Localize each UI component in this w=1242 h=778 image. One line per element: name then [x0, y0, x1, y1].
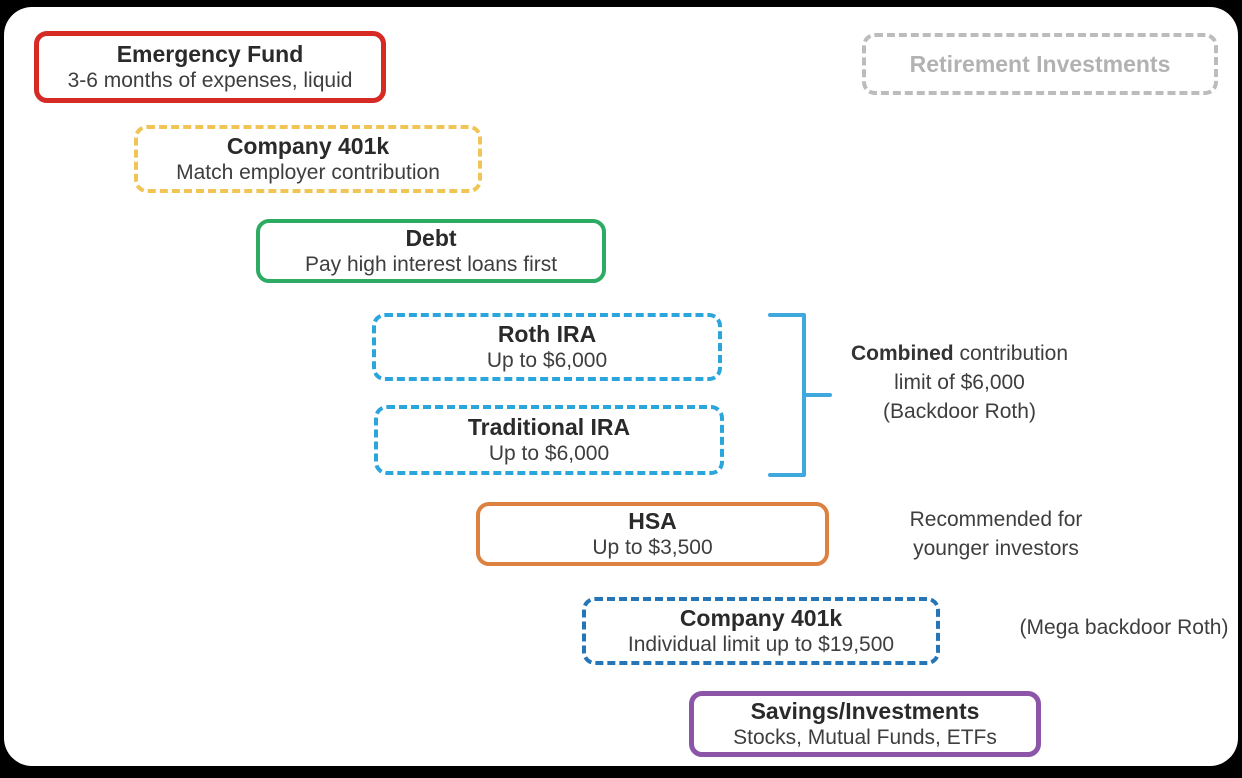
- company-401k-match-title: Company 401k: [226, 133, 390, 159]
- emergency-fund-box: Emergency Fund 3-6 months of expenses, l…: [34, 31, 386, 103]
- company-401k-individual-subtitle: Individual limit up to $19,500: [627, 633, 895, 656]
- hsa-subtitle: Up to $3,500: [592, 536, 713, 559]
- combined-limit-bracket-icon: [768, 313, 832, 477]
- recommended-note-line2: younger investors: [913, 537, 1079, 560]
- combined-limit-note: Combined contribution limit of $6,000 (B…: [832, 339, 1087, 426]
- retirement-investments-title: Retirement Investments: [909, 50, 1171, 77]
- hsa-box: HSA Up to $3,500: [476, 502, 829, 566]
- traditional-ira-title: Traditional IRA: [467, 414, 631, 440]
- traditional-ira-box: Traditional IRA Up to $6,000: [374, 405, 724, 475]
- company-401k-individual-title: Company 401k: [679, 605, 843, 631]
- mega-backdoor-note: (Mega backdoor Roth): [1019, 616, 1229, 639]
- company-401k-individual-box: Company 401k Individual limit up to $19,…: [582, 597, 940, 665]
- retirement-investments-box: Retirement Investments: [862, 33, 1218, 95]
- combined-limit-note-line1: Combined contribution: [832, 339, 1087, 368]
- roth-ira-subtitle: Up to $6,000: [486, 349, 608, 372]
- traditional-ira-subtitle: Up to $6,000: [488, 442, 610, 465]
- debt-title: Debt: [405, 225, 457, 251]
- combined-bold-word: Combined: [850, 342, 954, 365]
- company-401k-match-box: Company 401k Match employer contribution: [134, 125, 482, 193]
- debt-subtitle: Pay high interest loans first: [304, 253, 558, 276]
- recommended-note-line1: Recommended for: [909, 508, 1083, 531]
- emergency-fund-subtitle: 3-6 months of expenses, liquid: [67, 69, 353, 92]
- savings-investments-subtitle: Stocks, Mutual Funds, ETFs: [733, 726, 997, 749]
- roth-ira-title: Roth IRA: [497, 321, 597, 347]
- recommended-note: Recommended for younger investors: [882, 505, 1110, 563]
- savings-investments-title: Savings/Investments: [750, 698, 980, 724]
- hsa-title: HSA: [628, 508, 677, 534]
- combined-limit-note-line2: limit of $6,000: [894, 371, 1025, 394]
- diagram-canvas: Emergency Fund 3-6 months of expenses, l…: [4, 7, 1238, 766]
- roth-ira-box: Roth IRA Up to $6,000: [372, 313, 722, 381]
- combined-line1-rest: contribution: [953, 342, 1069, 365]
- combined-limit-note-line3: (Backdoor Roth): [883, 400, 1036, 423]
- savings-investments-box: Savings/Investments Stocks, Mutual Funds…: [689, 691, 1041, 757]
- company-401k-match-subtitle: Match employer contribution: [176, 161, 440, 184]
- debt-box: Debt Pay high interest loans first: [256, 219, 606, 283]
- emergency-fund-title: Emergency Fund: [116, 41, 304, 67]
